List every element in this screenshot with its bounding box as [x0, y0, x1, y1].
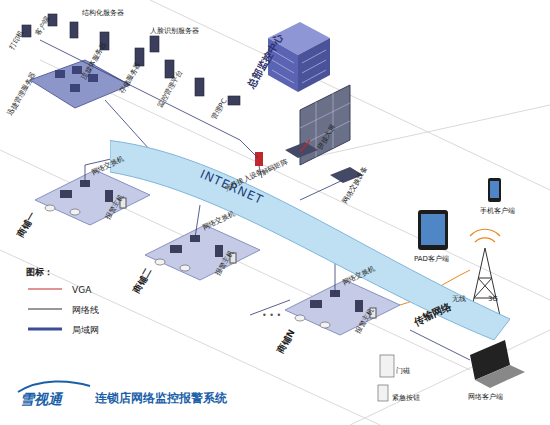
device-label: 存储服务器 [119, 61, 143, 95]
legend-text: VGA [72, 286, 91, 295]
device-label: 门磁 [396, 368, 410, 375]
diagram-title: 连锁店网络监控报警系统 [95, 392, 227, 404]
device-label: 无线 [452, 296, 466, 303]
legend-text: 网络线 [72, 306, 99, 315]
legend-sample [28, 325, 62, 333]
band-shape [110, 141, 510, 341]
device-label: 商铺一 [16, 211, 37, 239]
device-label: 打印机 [9, 30, 26, 52]
device-label: 3G [488, 296, 498, 303]
legend-sample [28, 285, 62, 293]
device-label: 雪视通 [20, 392, 62, 406]
device-label: 迅捷管理服务器 [7, 71, 38, 117]
legend-line [28, 288, 62, 289]
device-label: 客户端 [35, 16, 52, 38]
legend-line [28, 328, 62, 331]
device-label: 手机客户端 [480, 208, 515, 215]
device-label: 图标： [26, 268, 53, 277]
legend-line [28, 308, 62, 309]
device-label: 结构化服务器 [82, 10, 124, 17]
device-label: 人脸识别服务器 [150, 28, 199, 35]
device-label: 商铺N [276, 328, 297, 355]
device-label: 网络客户端 [468, 394, 503, 401]
device-label: PAD客户端 [414, 256, 449, 263]
legend-text: 局域网 [72, 326, 99, 335]
device-label: 商铺二 [132, 267, 153, 295]
device-label: 解码矩阵 [261, 158, 289, 176]
device-label: 网络交换机 [202, 211, 237, 232]
legend-sample [28, 305, 62, 313]
svg-text:• • •: • • • [262, 311, 281, 320]
device-label: 紧急按钮 [392, 395, 420, 402]
device-label: 管理PC [211, 98, 229, 122]
